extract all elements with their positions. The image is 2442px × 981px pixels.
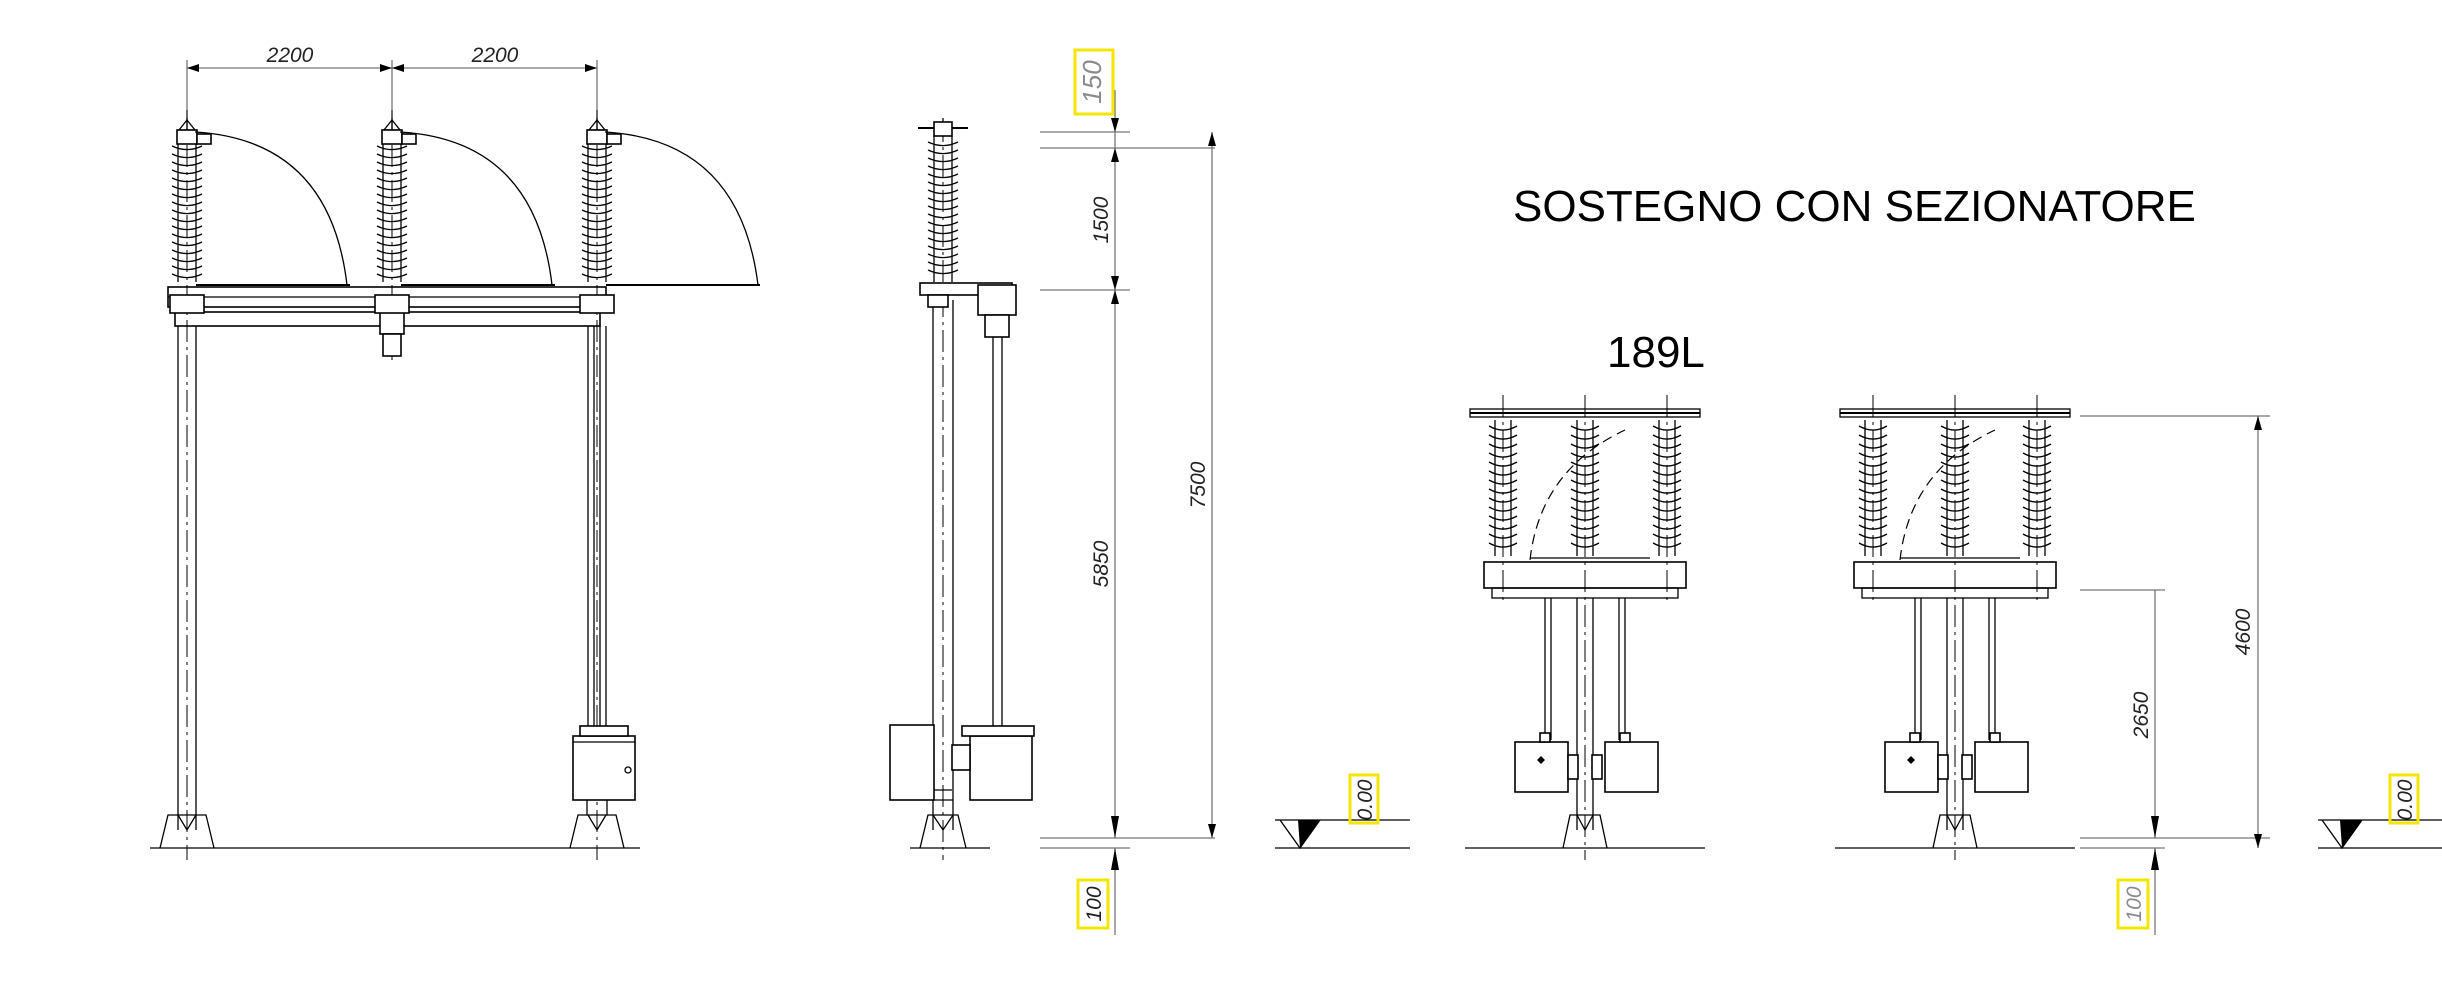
insulator-cap	[586, 118, 622, 145]
dim-2200-right: 2200	[471, 44, 519, 67]
insulator	[1858, 420, 1888, 556]
insulator	[1940, 420, 1970, 556]
level-mark-left: 0.00	[1275, 773, 1410, 850]
dimension-spacing: 2200 2200	[186, 44, 598, 130]
level-0-right: 0.00	[2394, 779, 2417, 820]
dim-100: 100	[1083, 886, 1106, 921]
insulator	[376, 140, 408, 282]
dim-7500: 7500	[1187, 461, 1210, 508]
insulator-cap	[176, 118, 212, 145]
insulator-cap	[381, 118, 417, 145]
dim-100-plan: 100	[2123, 886, 2146, 921]
insulator	[1652, 420, 1682, 556]
dim-2200-left: 2200	[266, 44, 314, 67]
dim-150: 150	[1077, 60, 1107, 104]
insulator	[2022, 420, 2052, 556]
insulator	[927, 136, 959, 282]
level-mark-right: 0.00	[2318, 773, 2442, 850]
side-view: 150 1500 5850 7500 100	[889, 48, 1216, 935]
dimension-plan: 4600 2650 100	[2080, 415, 2270, 935]
dim-5850: 5850	[1090, 540, 1113, 587]
plan-view-b: 4600 2650 100	[1835, 395, 2270, 935]
drawing-title: SOSTEGNO CON SEZIONATORE	[1513, 182, 2196, 231]
model-code: 189L	[1607, 328, 1705, 377]
plan-view-a	[1465, 395, 1705, 860]
dimension-stack: 150 1500 5850 7500 100	[1040, 48, 1216, 935]
insulator	[1570, 420, 1600, 556]
insulator	[581, 140, 613, 282]
dim-4600: 4600	[2232, 608, 2255, 655]
dim-2650: 2650	[2130, 691, 2153, 739]
insulator	[1488, 420, 1518, 556]
level-0-left: 0.00	[1354, 779, 1377, 820]
insulator	[171, 140, 203, 282]
dim-1500: 1500	[1090, 196, 1113, 243]
front-view: 2200 2200	[150, 44, 760, 860]
